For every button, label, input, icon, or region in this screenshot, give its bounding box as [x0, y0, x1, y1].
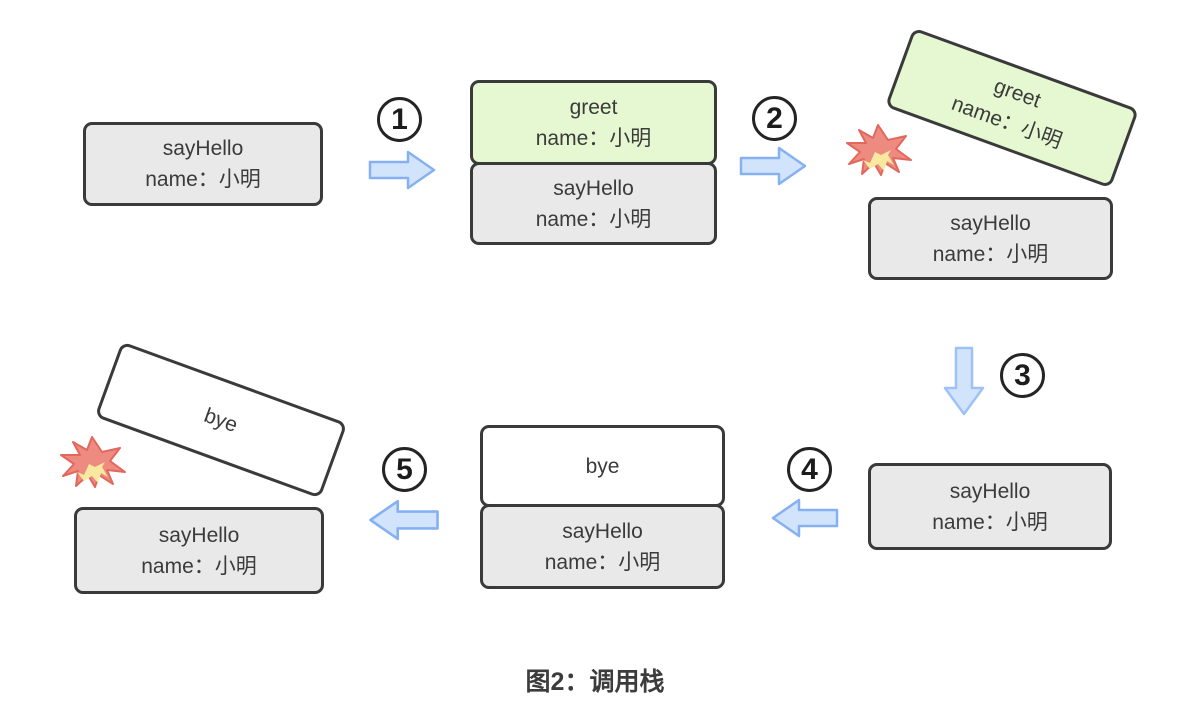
arrow-right-icon: [368, 150, 436, 190]
arrow-left-icon: [771, 498, 839, 538]
frame-argument: name：小明: [145, 168, 261, 191]
frame-argument: name：小明: [932, 242, 1049, 266]
stage6-frame-sayhello: sayHello name：小明: [74, 507, 324, 594]
stage5-frame-sayhello: sayHello name：小明: [480, 504, 725, 589]
frame-function-name: sayHello: [950, 211, 1031, 235]
stage2-frame-sayhello: sayHello name：小明: [470, 162, 717, 245]
stage1-frame-sayhello: sayHello name：小明: [83, 122, 323, 206]
explosion-icon: [846, 124, 912, 176]
stage2-frame-greet: greet name：小明: [470, 80, 717, 165]
explosion-icon: [60, 436, 126, 488]
frame-argument: name：小明: [932, 510, 1048, 534]
step-3-badge: 3: [1000, 353, 1045, 398]
frame-function-name: bye: [585, 454, 620, 478]
frame-function-name: sayHello: [553, 176, 634, 200]
frame-function-name: sayHello: [158, 523, 240, 547]
frame-argument: name：小明: [535, 126, 652, 150]
frame-function-name: sayHello: [562, 519, 643, 543]
step-4-badge: 4: [787, 447, 832, 492]
arrow-left-icon: [369, 499, 439, 541]
frame-argument: name：小明: [141, 554, 257, 578]
figure-caption: 图2：调用栈: [525, 668, 665, 696]
step-1-badge: 1: [377, 97, 422, 142]
stage3-frame-greet-popping: greet name：小明: [884, 27, 1140, 189]
arrow-right-icon: [739, 146, 807, 186]
frame-function-name: bye: [201, 403, 241, 437]
step-2-badge: 2: [752, 96, 797, 141]
stage4-frame-sayhello: sayHello name：小明: [868, 463, 1112, 550]
stage3-frame-sayhello: sayHello name：小明: [868, 197, 1113, 280]
frame-argument: name：小明: [535, 207, 652, 231]
arrow-down-icon: [943, 346, 985, 416]
stage6-frame-bye-popping: bye: [94, 341, 348, 499]
stage5-frame-bye: bye: [480, 425, 725, 507]
frame-argument: name：小明: [544, 550, 661, 574]
frame-function-name: sayHello: [162, 137, 244, 160]
step-5-badge: 5: [382, 447, 427, 492]
frame-function-name: sayHello: [949, 479, 1031, 503]
frame-function-name: greet: [569, 95, 618, 119]
